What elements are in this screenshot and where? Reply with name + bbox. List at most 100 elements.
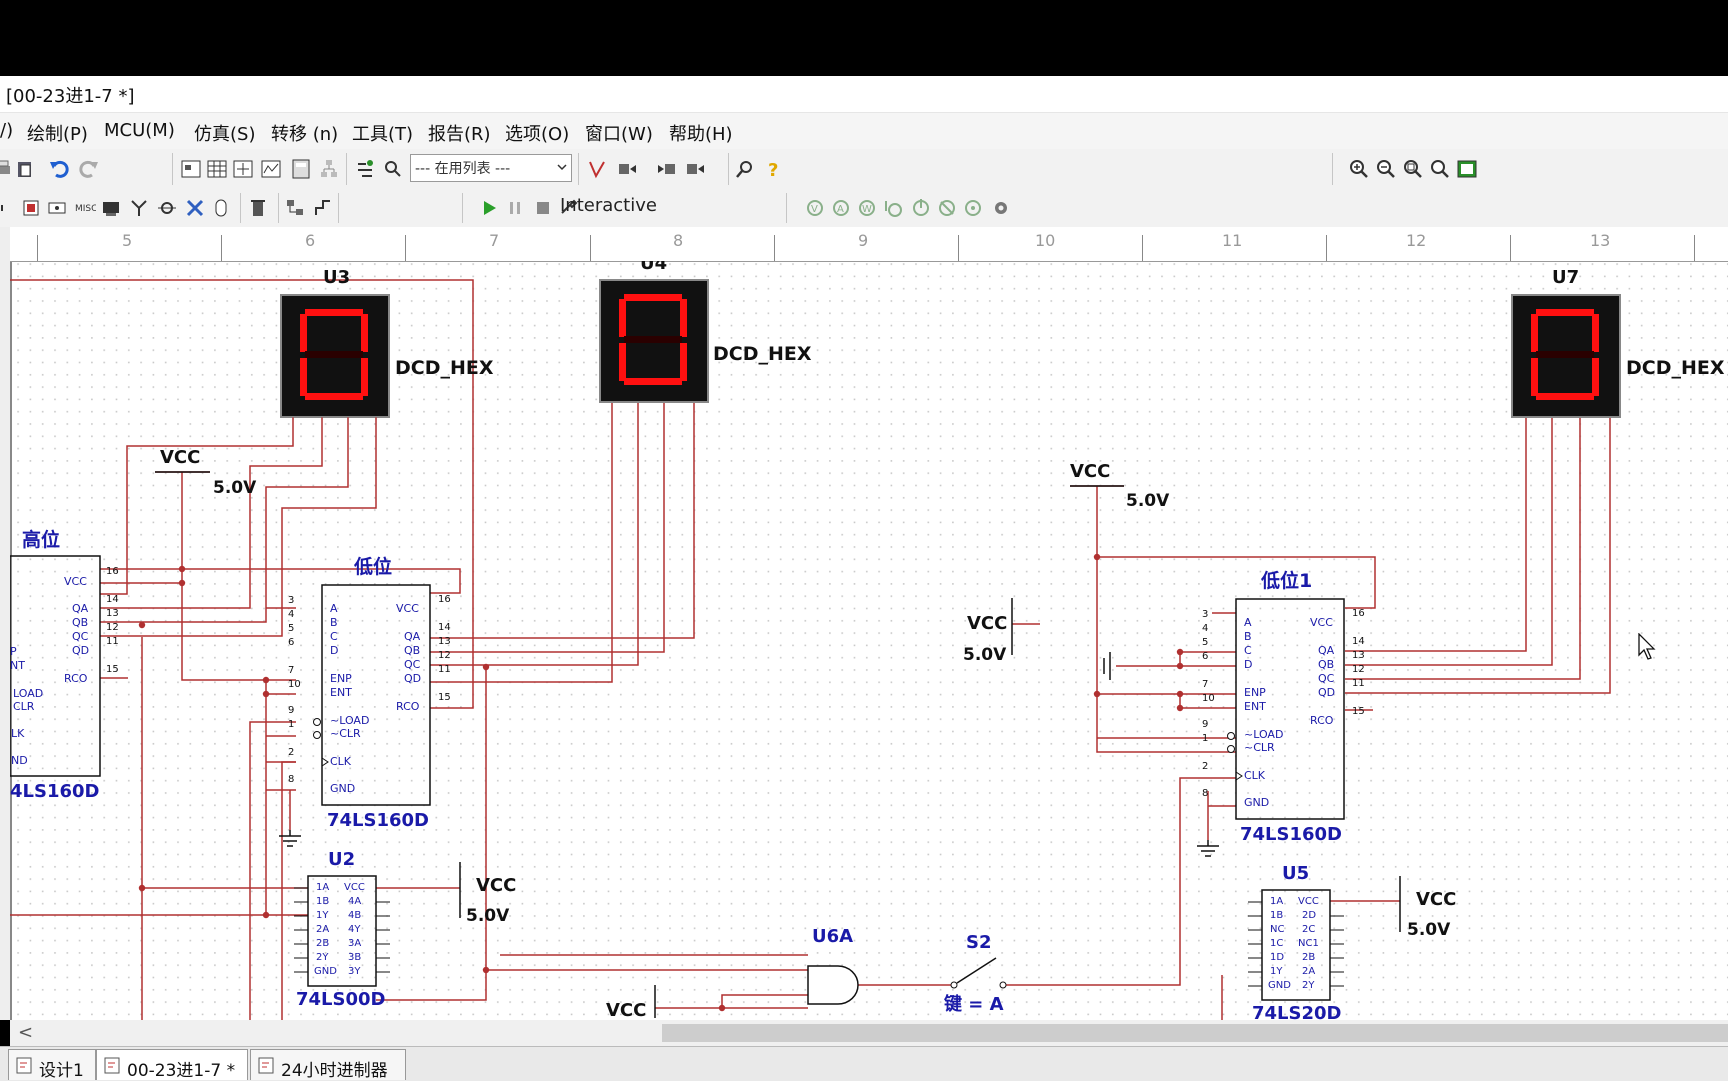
segment [1531, 314, 1538, 352]
pause-icon[interactable] [504, 197, 526, 219]
voltmeter-icon[interactable]: V [804, 197, 826, 219]
display-type-label: DCD_HEX [713, 343, 812, 365]
switch-s2[interactable]: S2 键 = A [943, 932, 1007, 1015]
ruler-tick [958, 235, 959, 261]
pin-label: CLK [1244, 769, 1266, 782]
erc-icon[interactable] [586, 158, 608, 180]
zoom-in-icon[interactable] [1348, 158, 1370, 180]
electromech-icon[interactable] [156, 197, 178, 219]
schematic-workspace[interactable]: 5 6 7 8 9 10 11 12 13 [0, 227, 1728, 1020]
schematic-file-icon [104, 1057, 120, 1074]
pin-number: 14 [1352, 636, 1365, 647]
scrollbar-thumb[interactable] [662, 1024, 1728, 1042]
display-u4[interactable]: U4 DCD_HEX [599, 261, 812, 403]
indicator-icon[interactable] [100, 197, 122, 219]
menu-tools[interactable]: 工具(T) [352, 124, 414, 145]
gear-icon[interactable] [990, 197, 1012, 219]
replace-icon[interactable] [382, 158, 404, 180]
counter-lo[interactable]: 低位 A B C D ENP ENT ~LOAD ~CLR CLK GND VC… [288, 555, 451, 831]
counter-lo1[interactable]: 低位1 A B C D ENP ENT ~LOAD ~CLR CLK GND V… [1202, 569, 1365, 845]
wattmeter-icon[interactable]: W [856, 197, 878, 219]
vcc-source-right[interactable]: VCC 5.0V [1070, 461, 1170, 511]
menu-mcu[interactable]: MCU(M) [104, 120, 175, 141]
gate-u2[interactable]: U2 1A 1B 1Y 2A 2B 2Y GND VCC 4A 4B 4Y 3A… [294, 849, 390, 1010]
vcc-source-u5[interactable]: VCC 5.0V [1399, 876, 1456, 940]
menu-reports[interactable]: 报告(R) [428, 124, 491, 145]
reference-probe-icon[interactable] [962, 197, 984, 219]
source-icon[interactable] [0, 197, 16, 219]
undo-icon[interactable] [48, 158, 70, 180]
find-icon[interactable] [734, 158, 756, 180]
spreadsheet-icon[interactable] [206, 158, 228, 180]
zoom-out-icon[interactable] [1375, 158, 1397, 180]
antenna-icon[interactable] [128, 197, 150, 219]
junction [1176, 648, 1184, 656]
cmos-icon[interactable] [46, 197, 68, 219]
pin-number: 16 [106, 566, 119, 577]
horizontal-scrollbar[interactable]: < [10, 1020, 1728, 1046]
menu-help[interactable]: 帮助(H) [669, 124, 733, 145]
menu-window[interactable]: 窗口(W) [585, 124, 653, 145]
probe-icon[interactable] [558, 195, 580, 217]
transfer-icon[interactable] [656, 158, 678, 180]
back-annotate-icon[interactable] [616, 158, 638, 180]
digit-zero [300, 309, 368, 400]
digital-probe-icon[interactable] [936, 197, 958, 219]
current-probe-icon[interactable] [910, 197, 932, 219]
vcc-source-u2[interactable]: VCC 5.0V [459, 862, 516, 926]
print-icon[interactable] [0, 158, 14, 180]
ruler-label: 13 [1590, 231, 1611, 250]
grapher-icon[interactable] [260, 158, 282, 180]
calculator-icon[interactable] [290, 158, 312, 180]
delete-icon[interactable] [247, 197, 269, 219]
paste-icon[interactable] [14, 158, 36, 180]
inuse-list-select[interactable]: --- 在用列表 --- [410, 154, 572, 182]
vcc-source-gate[interactable]: VCC [606, 985, 656, 1020]
pin-label: QB [1318, 658, 1334, 671]
ruler-tick [1326, 235, 1327, 261]
menu-simulate[interactable]: 仿真(S) [194, 124, 256, 145]
schematic-diagram[interactable]: U3 DCD_HEX U4 [10, 261, 1728, 1020]
menu-transfer[interactable]: 转移 (n) [271, 124, 339, 145]
component-icon[interactable] [232, 158, 254, 180]
gate-u6a[interactable]: U6A [807, 926, 859, 1005]
redo-icon[interactable] [78, 158, 100, 180]
menu-options[interactable]: 选项(O) [505, 124, 570, 145]
differential-probe-icon[interactable] [882, 197, 904, 219]
simulation-mode-label[interactable]: Interactive [560, 195, 657, 216]
toolbar-separator [346, 153, 347, 185]
new-subcircuit-icon[interactable] [354, 158, 376, 180]
stop-icon[interactable] [532, 197, 554, 219]
pin-label: VCC [396, 602, 419, 615]
forward-annotate-icon[interactable] [684, 158, 706, 180]
zoom-area-icon[interactable] [1402, 158, 1424, 180]
hierarchical-block-icon[interactable] [284, 197, 306, 219]
vcc-source-middle[interactable]: VCC 5.0V [963, 598, 1013, 665]
tab-24h-counter[interactable]: 24小时进制器 [250, 1049, 406, 1081]
ttl-icon[interactable] [20, 197, 42, 219]
segment-off [624, 336, 682, 343]
misc-icon[interactable]: MISC [74, 197, 96, 219]
run-icon[interactable] [478, 197, 500, 219]
bus-icon[interactable] [312, 197, 334, 219]
full-screen-icon[interactable] [1456, 158, 1478, 180]
tab-design1[interactable]: 设计1 [8, 1049, 96, 1081]
menu-place[interactable]: 绘制(P) [27, 124, 88, 145]
mouse-icon[interactable] [210, 197, 232, 219]
rf-icon[interactable] [184, 197, 206, 219]
scroll-left-icon[interactable]: < [18, 1022, 34, 1043]
vcc-source-left[interactable]: VCC 5.0V [160, 447, 257, 498]
tab-current-design[interactable]: 00-23进1-7 * [96, 1049, 248, 1081]
ammeter-icon[interactable]: A [830, 197, 852, 219]
schematic-file-icon [258, 1057, 274, 1074]
counter-hi[interactable]: 高位 VCC QA QB QC QD RCO P NT LOAD CLR LK … [10, 528, 119, 802]
zoom-fit-icon[interactable] [1429, 158, 1451, 180]
and-gate-body [807, 965, 859, 1005]
hierarchy-icon[interactable] [318, 158, 340, 180]
help-icon[interactable]: ? [762, 158, 784, 180]
toggle-view-icon[interactable] [180, 158, 202, 180]
gate-u5[interactable]: U5 1A 1B NC 1C 1D 1Y GND VCC 2D 2C NC1 2… [1248, 863, 1344, 1020]
display-u7[interactable]: U7 DCD_HEX [1511, 267, 1725, 418]
display-u3[interactable]: U3 DCD_HEX [280, 267, 494, 418]
menu-file-fragment[interactable]: /) [0, 120, 14, 141]
